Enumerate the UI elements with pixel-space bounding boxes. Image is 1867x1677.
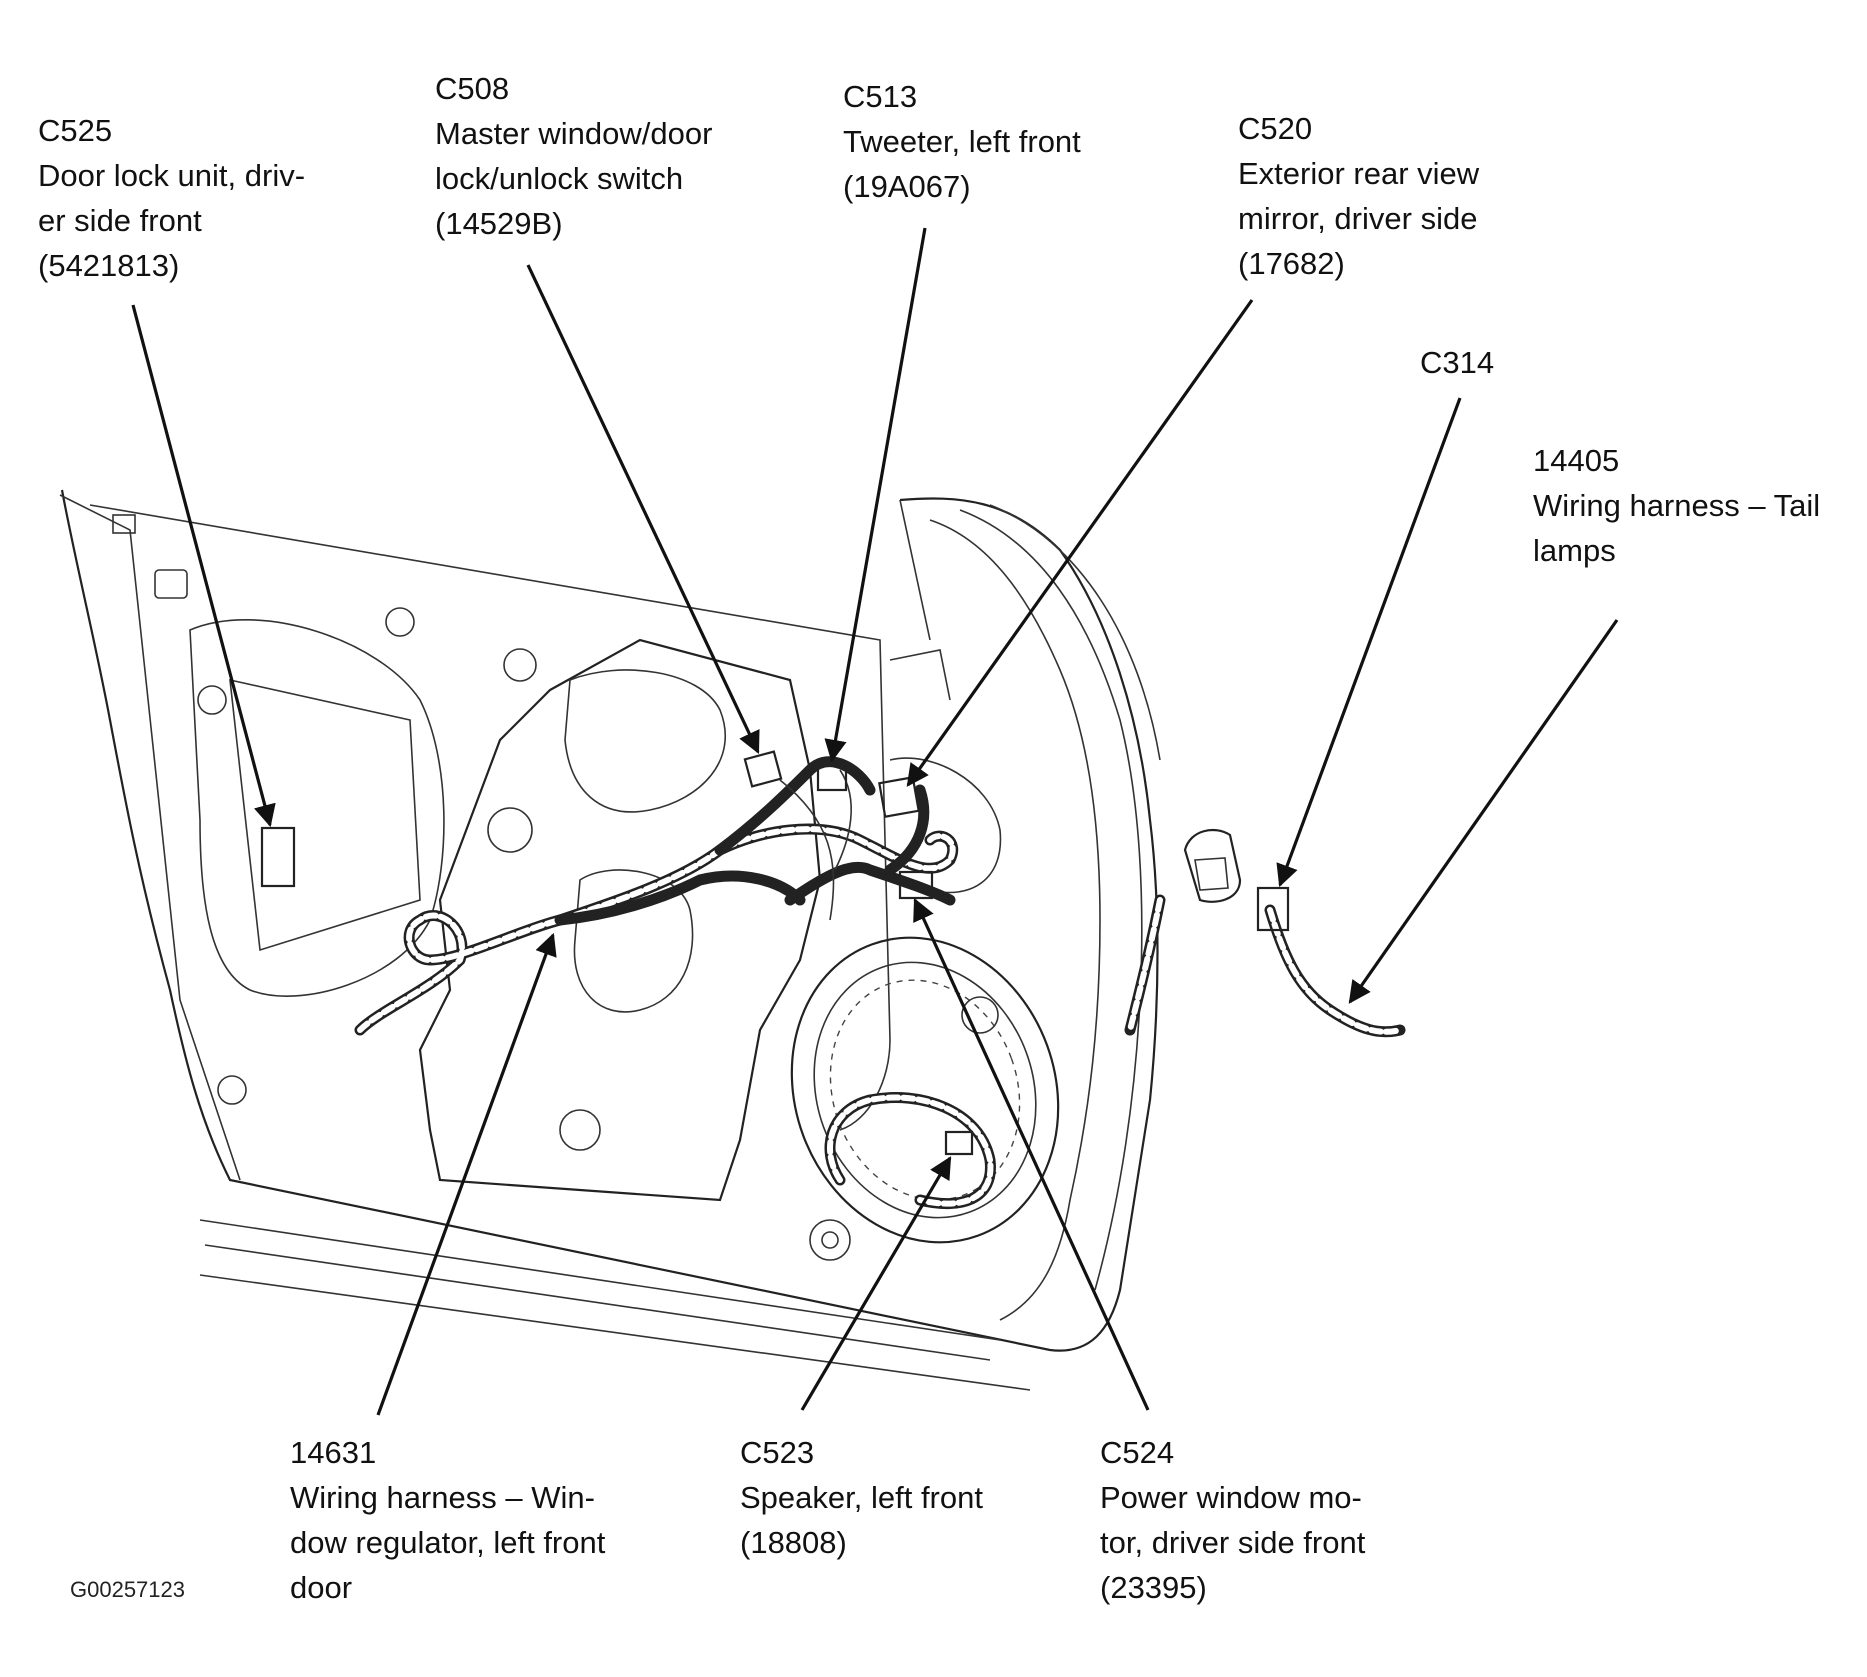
- leader-c525: [131, 304, 276, 828]
- callout-c520: C520 Exterior rear view mirror, driver s…: [1238, 106, 1479, 286]
- callout-c524: C524 Power window mo- tor, driver side f…: [1100, 1430, 1365, 1610]
- mounting-holes: [112, 514, 999, 1261]
- leader-c524: [913, 897, 1150, 1411]
- wiring-harness-tail-lamps: [1124, 894, 1406, 1038]
- callout-c523-line-2: (18808): [740, 1525, 847, 1560]
- wiring-harness-window-regulator: [354, 756, 958, 1036]
- door-grommet-boot: [1183, 828, 1242, 903]
- callout-14405: 14405 Wiring harness – Tail lamps: [1533, 438, 1820, 573]
- callout-c525-line-2: er side front: [38, 203, 202, 238]
- connector-c520: [878, 776, 920, 818]
- callout-14631-line-2: dow regulator, left front: [290, 1525, 606, 1560]
- callout-c523-code: C523: [740, 1435, 815, 1470]
- callout-14631: 14631 Wiring harness – Win- dow regulato…: [290, 1430, 605, 1610]
- callout-c525-line-3: (5421813): [38, 248, 180, 283]
- callout-c513-line-1: Tweeter, left front: [843, 124, 1081, 159]
- connectors: [260, 750, 1290, 1156]
- callout-14631-line-3: door: [290, 1570, 353, 1605]
- callout-c314: C314: [1420, 340, 1494, 385]
- callout-c513-line-2: (19A067): [843, 169, 971, 204]
- leader-lines: [131, 227, 1619, 1416]
- connector-c523: [944, 1130, 974, 1156]
- callout-c525-code: C525: [38, 113, 113, 148]
- callout-c520-line-2: mirror, driver side: [1238, 201, 1478, 236]
- callout-c520-line-1: Exterior rear view: [1238, 156, 1480, 191]
- callout-c523: C523 Speaker, left front (18808): [740, 1430, 983, 1565]
- callout-c513: C513 Tweeter, left front (19A067): [843, 74, 1081, 209]
- leader-c314: [1276, 397, 1462, 888]
- callout-c508-line-3: (14529B): [435, 206, 563, 241]
- callout-c523-line-1: Speaker, left front: [740, 1480, 983, 1515]
- callout-c508-line-2: lock/unlock switch: [435, 161, 684, 196]
- leader-c513: [824, 227, 927, 763]
- connector-c314: [1256, 886, 1290, 932]
- callout-c513-code: C513: [843, 79, 918, 114]
- callout-c524-line-3: (23395): [1100, 1570, 1207, 1605]
- callout-c525-line-1: Door lock unit, driv-: [38, 158, 306, 193]
- leader-14405: [1348, 619, 1619, 1004]
- leader-c508: [526, 264, 760, 755]
- leader-14631: [376, 932, 557, 1416]
- callout-c524-line-2: tor, driver side front: [1100, 1525, 1366, 1560]
- callout-14405-line-1: Wiring harness – Tail: [1533, 488, 1821, 523]
- connector-c508: [743, 750, 783, 788]
- wiring-harness-speaker-loop: [824, 1092, 996, 1210]
- leader-c520: [906, 299, 1254, 787]
- callout-c520-code: C520: [1238, 111, 1313, 146]
- connector-c525: [260, 826, 296, 888]
- callout-14405-code: 14405: [1533, 443, 1620, 478]
- callout-c508: C508 Master window/door lock/unlock swit…: [435, 66, 712, 246]
- figure-id: G00257123: [70, 1577, 185, 1602]
- callout-c524-code: C524: [1100, 1435, 1175, 1470]
- callout-14631-code: 14631: [290, 1435, 377, 1470]
- leader-c523: [800, 1156, 952, 1411]
- callout-c314-code: C314: [1420, 345, 1495, 380]
- callout-c508-line-1: Master window/door: [435, 116, 713, 151]
- speaker-opening: [790, 936, 1060, 1244]
- connector-c513: [816, 762, 848, 792]
- callout-c508-code: C508: [435, 71, 510, 106]
- callout-c524-line-1: Power window mo-: [1100, 1480, 1362, 1515]
- callout-c525: C525 Door lock unit, driv- er side front…: [38, 108, 305, 288]
- door-panel: [59, 489, 1161, 1391]
- callout-c520-line-3: (17682): [1238, 246, 1345, 281]
- callout-14405-line-2: lamps: [1533, 533, 1616, 568]
- callout-14631-line-1: Wiring harness – Win-: [290, 1480, 595, 1515]
